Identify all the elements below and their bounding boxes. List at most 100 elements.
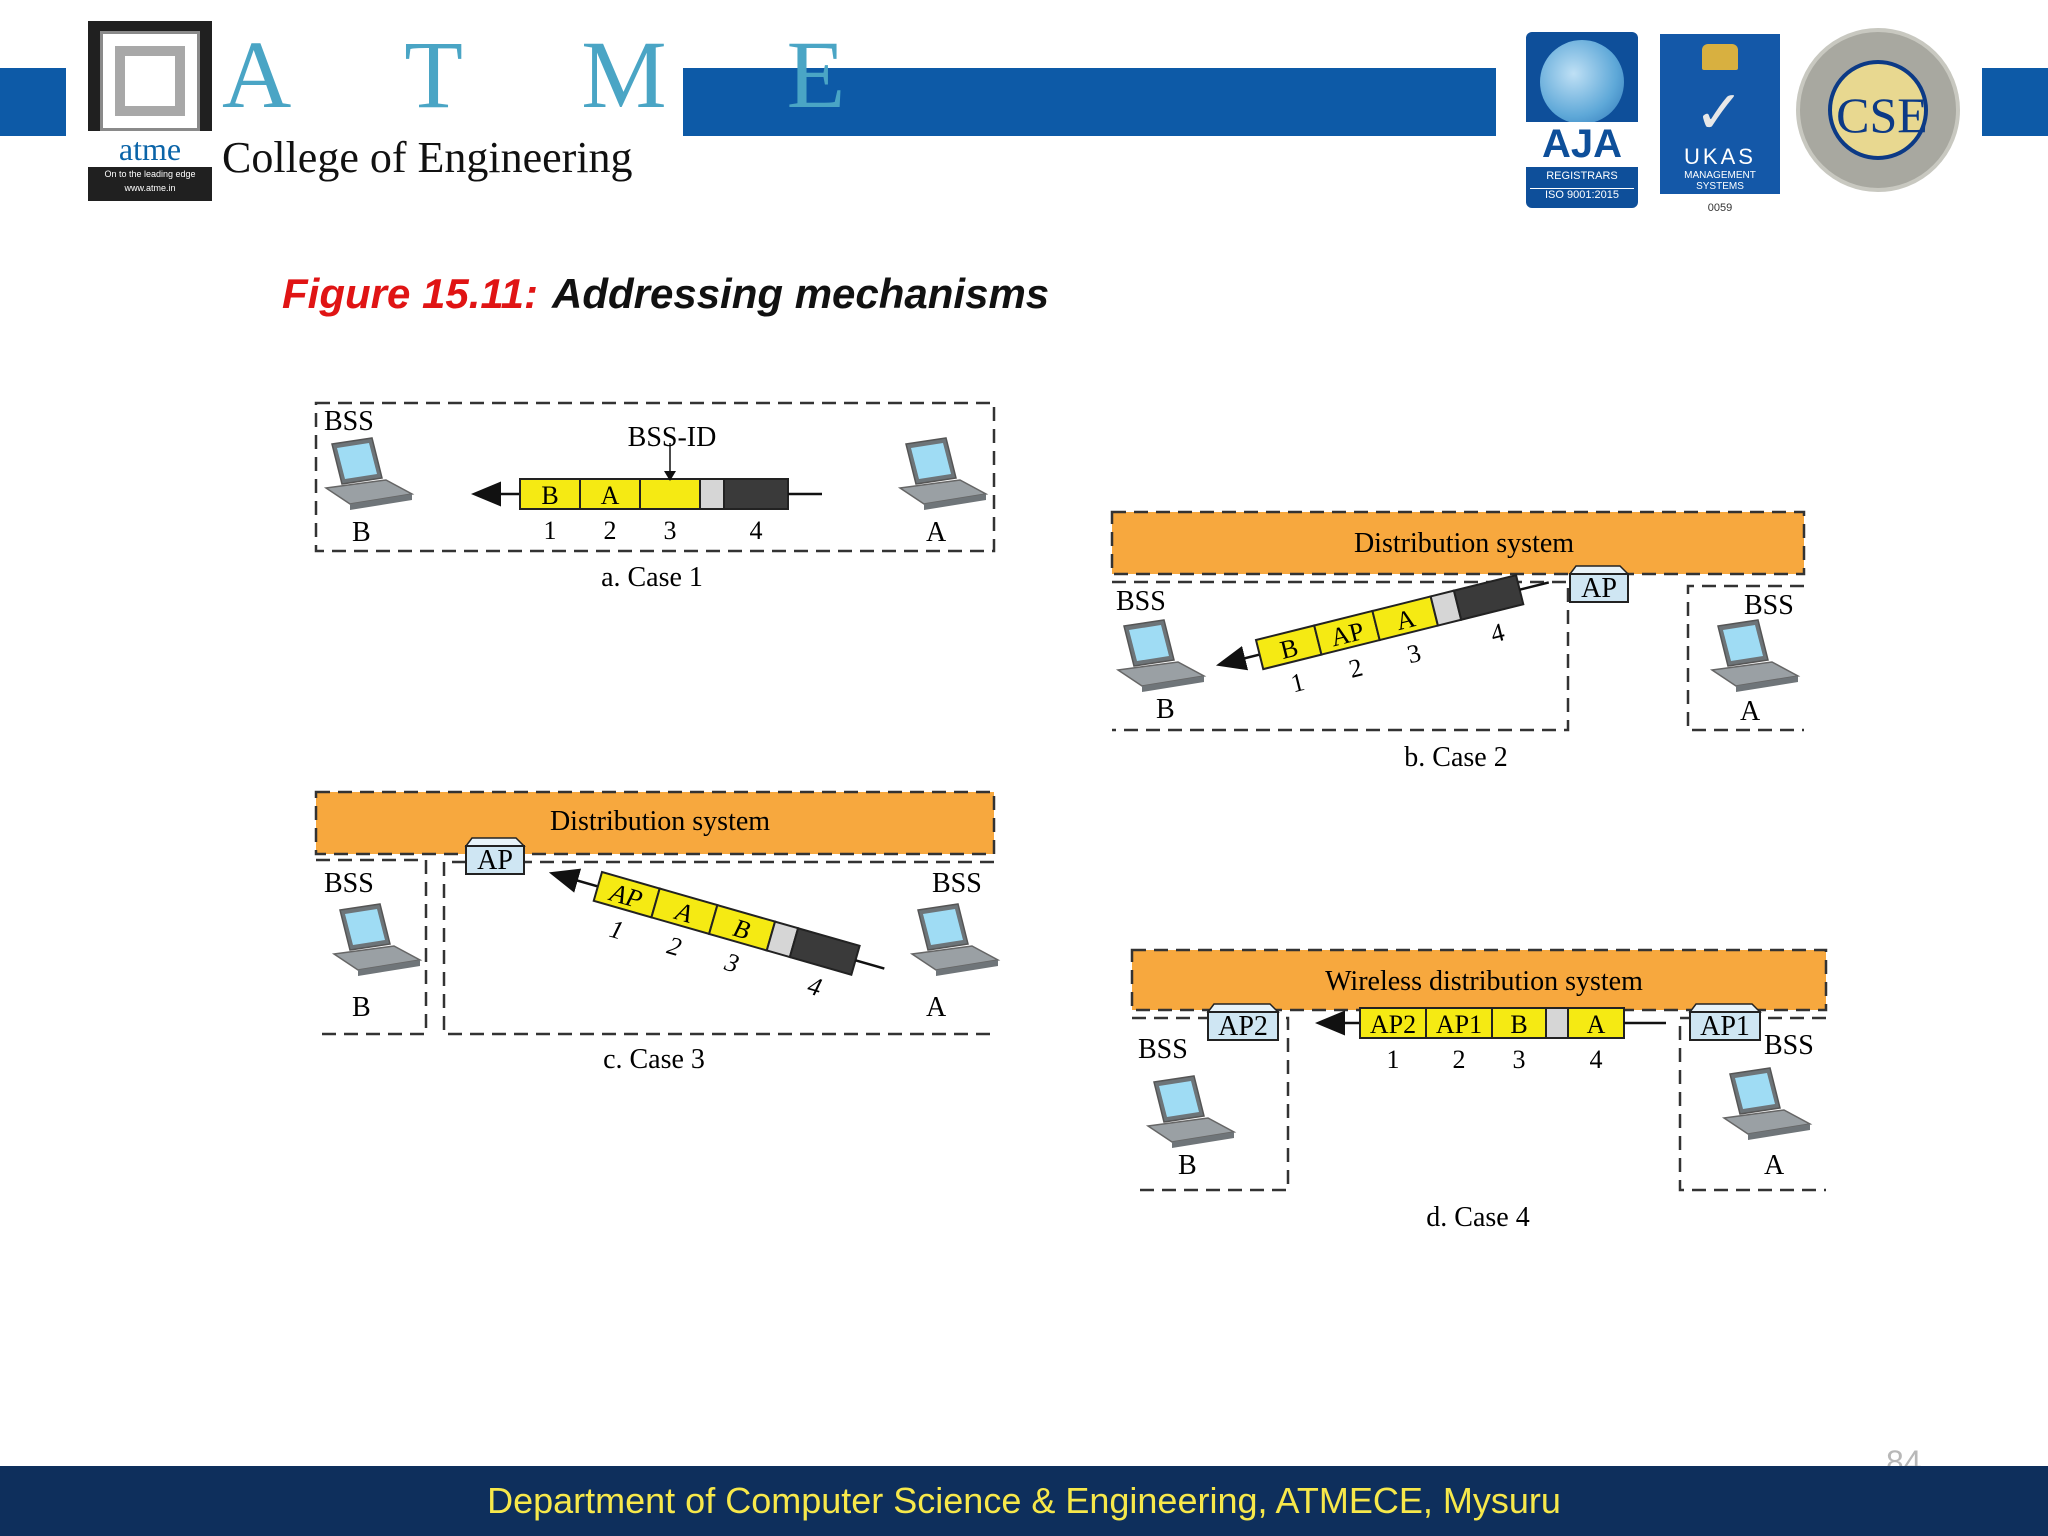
- case4-wireless-distribution-system: [1130, 948, 1828, 1012]
- ukas-certification-logo: ✓ UKAS MANAGEMENT SYSTEMS: [1660, 34, 1780, 194]
- logo-word: atme: [88, 131, 212, 167]
- header-bar-middle: [683, 68, 1496, 136]
- case-3: Distribution system AP BSS BSS B A AP A …: [314, 790, 999, 1075]
- aja-name: AJA: [1526, 122, 1638, 167]
- case3-bss-right-label: BSS: [932, 868, 982, 899]
- cse-department-seal: CSE: [1796, 28, 1960, 192]
- case4-station-a: A: [1764, 1150, 1785, 1181]
- case4-ds-label: Wireless distribution system: [1325, 966, 1643, 997]
- case-2: Distribution system AP BSS BSS B A B AP …: [1110, 510, 1806, 773]
- case4-field-3: B: [1510, 1010, 1527, 1039]
- case4-field-2: AP1: [1436, 1010, 1482, 1039]
- case3-caption: c. Case 3: [603, 1044, 705, 1075]
- case4-caption: d. Case 4: [1426, 1202, 1529, 1233]
- figure-title: Figure 15.11: Addressing mechanisms: [282, 270, 1049, 318]
- atme-logo: atme On to the leading edge www.atme.in: [88, 21, 212, 201]
- case4-num-4: 4: [1590, 1045, 1603, 1074]
- crown-icon: [1702, 44, 1738, 70]
- laptop-icon: [333, 903, 421, 977]
- case3-bss-left: [316, 858, 428, 1036]
- case3-field-3: B: [730, 913, 753, 945]
- figure-caption: Addressing mechanisms: [551, 270, 1050, 317]
- case2-bss-right-label: BSS: [1744, 590, 1794, 621]
- case1-field-1: B: [541, 481, 558, 510]
- case4-ap1-icon: AP1: [1688, 1003, 1762, 1042]
- case4-num-3: 3: [1513, 1045, 1526, 1074]
- laptop-icon: [1147, 1075, 1235, 1149]
- aja-iso: ISO 9001:2015: [1530, 188, 1634, 201]
- case3-num-4: 4: [804, 971, 824, 1002]
- case4-num-1: 1: [1387, 1045, 1400, 1074]
- case3-bss-left-label: BSS: [324, 868, 374, 899]
- case2-bss-left: [1112, 580, 1570, 732]
- case-4: Wireless distribution system AP2 AP1 BSS…: [1130, 948, 1828, 1233]
- laptop-icon: [1117, 619, 1205, 693]
- footer-text: Department of Computer Science & Enginee…: [487, 1480, 1561, 1521]
- case4-field-1: AP2: [1370, 1010, 1416, 1039]
- footer-bar: Department of Computer Science & Enginee…: [0, 1466, 2048, 1536]
- laptop-icon: [325, 437, 413, 511]
- brand-college: College of Engineering: [222, 133, 633, 182]
- laptop-icon: [1711, 619, 1799, 693]
- case3-num-1: 1: [606, 914, 626, 945]
- case2-frame: B AP A 1 2 3 4: [1215, 573, 1550, 698]
- logo-url: www.atme.in: [124, 183, 176, 193]
- logo-frame: [100, 31, 200, 131]
- case4-field-4: A: [1587, 1010, 1606, 1039]
- check-icon: ✓: [1694, 78, 1745, 148]
- laptop-icon: [911, 903, 999, 977]
- case1-num-3: 3: [664, 516, 677, 545]
- laptop-icon: [899, 437, 987, 511]
- ukas-number: 0059: [1707, 202, 1733, 214]
- case2-station-b: B: [1156, 694, 1175, 725]
- case2-num-3: 3: [1404, 638, 1424, 669]
- case4-bss-right-label: BSS: [1764, 1030, 1814, 1061]
- case1-station-a: A: [926, 517, 947, 548]
- case2-num-1: 1: [1288, 667, 1308, 698]
- case1-station-b: B: [352, 517, 371, 548]
- case4-num-2: 2: [1453, 1045, 1466, 1074]
- case2-field-1: B: [1277, 633, 1301, 665]
- case1-bssid-label: BSS-ID: [628, 422, 717, 453]
- case2-ds-label: Distribution system: [1354, 528, 1574, 559]
- case2-distribution-system: [1110, 510, 1806, 576]
- case4-station-b: B: [1178, 1150, 1197, 1181]
- aja-sub: REGISTRARS: [1546, 170, 1618, 182]
- case4-frame: AP2 AP1 B A 1 2 3 4: [1315, 1007, 1666, 1074]
- case3-frame: AP A B 1 2 3 4: [548, 868, 885, 1002]
- case3-bss-right: [442, 860, 994, 1036]
- case3-num-2: 2: [664, 931, 684, 962]
- case1-frame: B A 1 2 3 4: [519, 443, 822, 545]
- case2-bss-left-label: BSS: [1116, 586, 1166, 617]
- case2-num-2: 2: [1346, 653, 1366, 684]
- case3-ap-icon: AP: [464, 837, 526, 876]
- case2-station-a: A: [1740, 696, 1761, 727]
- case3-station-b: B: [352, 992, 371, 1023]
- ukas-name: UKAS: [1684, 144, 1756, 169]
- brand-letters: A T M E: [222, 21, 894, 128]
- logo-tagline: On to the leading edge: [104, 169, 196, 179]
- globe-icon: [1540, 40, 1624, 124]
- header-bar-right: [1982, 68, 2048, 136]
- ukas-sub: MANAGEMENT SYSTEMS: [1684, 170, 1756, 192]
- case1-caption: a. Case 1: [601, 562, 703, 593]
- case4-ap1-label: AP1: [1700, 1011, 1750, 1042]
- case3-station-a: A: [926, 992, 947, 1023]
- case3-num-3: 3: [721, 947, 742, 979]
- case1-field-2: A: [601, 481, 620, 510]
- case1-num-1: 1: [544, 516, 557, 545]
- case2-num-4: 4: [1488, 617, 1508, 648]
- header-bar-left: [0, 68, 66, 136]
- case2-bss-right: [1686, 584, 1804, 732]
- case2-caption: b. Case 2: [1404, 742, 1507, 773]
- case1-num-4: 4: [750, 516, 763, 545]
- laptop-icon: [1723, 1067, 1811, 1141]
- case1-bss-label: BSS: [324, 406, 374, 437]
- case1-num-2: 2: [604, 516, 617, 545]
- aja-certification-logo: AJA REGISTRARS ISO 9001:2015: [1526, 32, 1638, 208]
- case1-bss-boundary: [314, 401, 996, 553]
- case3-ap-label: AP: [477, 845, 513, 876]
- figure-label: Figure 15.11:: [282, 270, 538, 317]
- case4-bss-left-label: BSS: [1138, 1034, 1188, 1065]
